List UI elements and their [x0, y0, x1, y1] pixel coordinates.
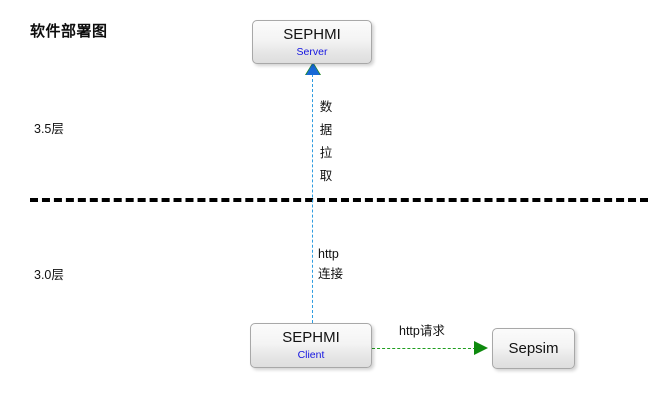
- layer-label-upper: 3.5层: [34, 122, 64, 136]
- node-sepsim-title: Sepsim: [508, 339, 559, 357]
- edge-label-http-request: http请求: [399, 324, 445, 338]
- layer-separator-divider: [30, 198, 648, 202]
- edge-label-char-2: 据: [319, 123, 333, 137]
- edge-label-http-line2: 连接: [318, 267, 344, 281]
- node-sephmi-client-title: SEPHMI: [282, 329, 340, 346]
- edge-label-char-1: 数: [319, 100, 333, 114]
- edge-label-data-pull: 数 据 拉 取: [318, 96, 334, 188]
- node-sephmi-server-role: Server: [296, 45, 328, 58]
- node-sephmi-client[interactable]: SEPHMI Client: [250, 323, 372, 368]
- node-sephmi-server[interactable]: SEPHMI Server: [252, 20, 372, 64]
- page-title: 软件部署图: [30, 23, 108, 40]
- edge-label-char-4: 取: [319, 169, 333, 183]
- arrow-right-icon: [474, 341, 488, 355]
- layer-label-lower: 3.0层: [34, 268, 64, 282]
- edge-label-char-3: 拉: [319, 146, 333, 160]
- edge-label-http-line1: http: [318, 247, 339, 261]
- node-sepsim[interactable]: Sepsim: [492, 328, 575, 369]
- node-sephmi-server-title: SEPHMI: [283, 25, 341, 43]
- node-sephmi-client-role: Client: [297, 349, 325, 361]
- edge-label-http-connection: http 连接: [318, 244, 343, 284]
- connector-client-to-sepsim: [372, 348, 476, 349]
- arrow-up-icon: [306, 63, 320, 75]
- connector-client-to-server: [312, 74, 313, 323]
